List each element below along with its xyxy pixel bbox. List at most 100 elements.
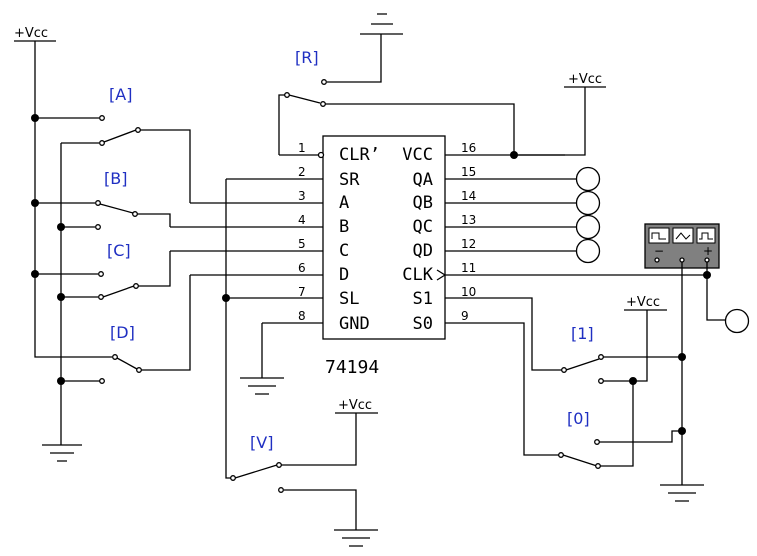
pin-label-sr: SR (339, 170, 360, 190)
junction-gnd-0 (678, 427, 686, 435)
switch-label-0: [0] (567, 409, 590, 428)
switch-r-contact-1[interactable] (321, 79, 327, 85)
switch-b-contact-1[interactable] (95, 200, 101, 206)
pin-num-7: 7 (298, 285, 306, 299)
pin-num-8: 8 (298, 309, 306, 323)
output-probe-qc (575, 214, 601, 240)
switch-v-contact-1[interactable] (276, 462, 282, 468)
triangle-wave-icon (675, 232, 691, 240)
output-probe-qb (575, 190, 601, 216)
pin-num-14: 14 (461, 189, 476, 203)
pin-label-s1: S1 (413, 289, 433, 309)
switch-c-contact-1[interactable] (98, 271, 104, 277)
generator-terminal-plus[interactable] (704, 257, 710, 263)
switch-0-pivot[interactable] (558, 452, 564, 458)
junction-vcc-a (31, 114, 39, 122)
pin-num-16: 16 (461, 141, 476, 155)
switch-0-blade (562, 454, 598, 467)
switch-r-ground-lead (327, 34, 382, 83)
switch-1-contact-1[interactable] (598, 354, 604, 360)
switch-v-ground-lead (284, 489, 357, 530)
pin-label-c: C (339, 241, 349, 261)
clock-probe (724, 308, 750, 334)
pin-stub-clk (436, 269, 707, 281)
square-wave-button[interactable] (696, 227, 716, 244)
output-probe-qa (575, 166, 601, 192)
switch-d-contact-2[interactable] (99, 378, 105, 384)
generator-plus-icon: + (703, 244, 713, 258)
switch-a-blade (103, 129, 191, 203)
switch-0-vcc-lead (600, 381, 634, 467)
switch-r-to-clr (278, 94, 285, 155)
switch-r-contact-2[interactable] (320, 101, 326, 107)
switch-d-blade (116, 275, 191, 371)
vcc-label-mode: +Vcc (626, 295, 660, 310)
pin-num-12: 12 (461, 237, 476, 251)
generator-terminal-minus[interactable] (654, 257, 660, 263)
pin-stub-s0 (445, 322, 561, 456)
ground-symbol-bottom (334, 529, 378, 547)
sr-sl-bus (225, 179, 231, 479)
pin-label-clr: CLR’ (339, 145, 380, 165)
vcc-label-v: +Vcc (338, 398, 372, 413)
pin-label-sl: SL (339, 289, 359, 309)
ground-symbol-gnd-pin (240, 377, 284, 395)
switch-v-pivot[interactable] (230, 475, 236, 481)
switch-b-contact-2[interactable] (95, 224, 101, 230)
switch-d-pivot[interactable] (136, 367, 142, 373)
switch-r-blade (288, 94, 515, 155)
vcc-label-left: +Vcc (14, 26, 48, 41)
pin-label-qb: QB (413, 193, 433, 213)
switch-b-pivot[interactable] (132, 211, 138, 217)
vcc-bar-top (514, 86, 606, 156)
pin-num-6: 6 (298, 261, 306, 275)
switch-d-contact-1[interactable] (112, 354, 118, 360)
switch-c-blade (102, 251, 171, 298)
switch-1-blade (565, 358, 600, 371)
pin-label-b: B (339, 217, 349, 237)
pin-num-10: 10 (461, 285, 476, 299)
switch-a-contact-2[interactable] (99, 140, 105, 146)
junction-sl (222, 294, 230, 302)
ground-symbol-top (360, 13, 403, 35)
ground-symbol-left (42, 444, 82, 462)
switch-1-pivot[interactable] (561, 367, 567, 373)
switch-v-blade (234, 413, 357, 479)
clr-inversion-bubble (317, 151, 325, 159)
switch-v-contact-2[interactable] (278, 487, 284, 493)
pin-label-clk: CLK (402, 265, 433, 285)
pin-num-3: 3 (298, 189, 306, 203)
pin-num-11: 11 (461, 261, 476, 275)
generator-output-lead (706, 262, 725, 321)
junction-gnd-b (57, 223, 65, 231)
pin-num-2: 2 (298, 165, 306, 179)
vcc-label-top: +Vcc (568, 72, 602, 87)
pin-label-d: D (339, 265, 349, 285)
switch-1-contact-2[interactable] (598, 378, 604, 384)
pin-num-4: 4 (298, 213, 306, 227)
switch-0-contact-2[interactable] (595, 463, 601, 469)
switch-label-1: [1] (571, 324, 594, 343)
switch-0-contact-1[interactable] (594, 439, 600, 445)
switch-a-contact-1[interactable] (99, 115, 105, 121)
pin-num-13: 13 (461, 213, 476, 227)
generator-minus-icon: − (654, 244, 664, 258)
switch-a-pivot[interactable] (135, 127, 141, 133)
pin-label-vcc: VCC (402, 145, 433, 165)
switch-c-pivot[interactable] (133, 283, 139, 289)
switch-b-blade (99, 203, 171, 227)
pin-label-a: A (339, 193, 349, 213)
generator-terminal-common[interactable] (679, 257, 685, 263)
ic-74194-body (322, 135, 446, 340)
pin-num-5: 5 (298, 237, 306, 251)
switch-0-gnd-lead (599, 430, 682, 443)
junction-vcc-b (31, 199, 39, 207)
switch-c-contact-2[interactable] (98, 294, 104, 300)
switch-label-d: [D] (110, 323, 135, 342)
junction-gnd-1 (678, 353, 686, 361)
junction-vcc-16 (510, 151, 518, 159)
ground-symbol-right (660, 484, 704, 502)
switch-r-pivot[interactable] (284, 92, 290, 98)
switch-label-c: [C] (107, 241, 131, 260)
